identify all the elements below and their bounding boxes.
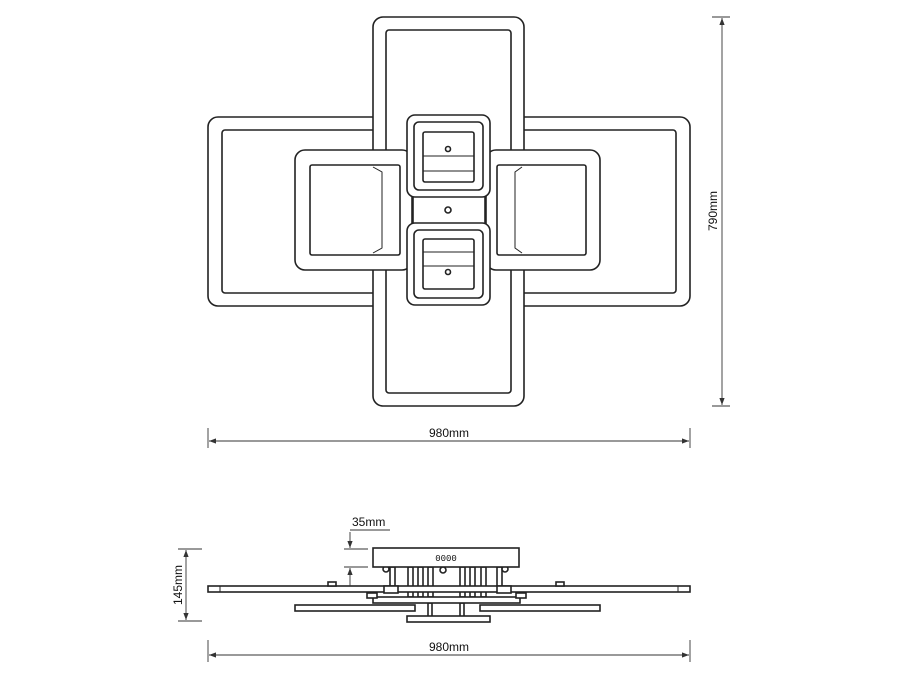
side-bottom-bar (406, 615, 491, 623)
canopy-dimension: 35mm (344, 515, 390, 586)
canopy-height-label: 35mm (352, 515, 385, 529)
side-height-label: 145mm (171, 565, 185, 605)
width-dimension-top: 980mm (207, 426, 691, 448)
side-view: 0000 35mm (171, 515, 691, 662)
width-dimension-side: 980mm (207, 640, 691, 662)
center-screw (444, 206, 452, 214)
width-label-side: 980mm (429, 640, 469, 654)
right-medium-frame (485, 149, 601, 271)
height-dimension: 790mm (706, 16, 730, 407)
side-height-dimension: 145mm (171, 548, 202, 622)
top-view: 790mm 980mm (207, 16, 730, 448)
side-middle-bars (294, 592, 601, 612)
top-small-square (406, 114, 491, 198)
width-label-top: 980mm (429, 426, 469, 440)
bottom-small-square (406, 222, 491, 306)
side-upper-bar (207, 581, 691, 594)
height-label: 790mm (706, 191, 720, 231)
left-medium-frame (294, 149, 413, 271)
canopy: 0000 (372, 547, 520, 568)
canopy-marking: 0000 (435, 554, 457, 564)
